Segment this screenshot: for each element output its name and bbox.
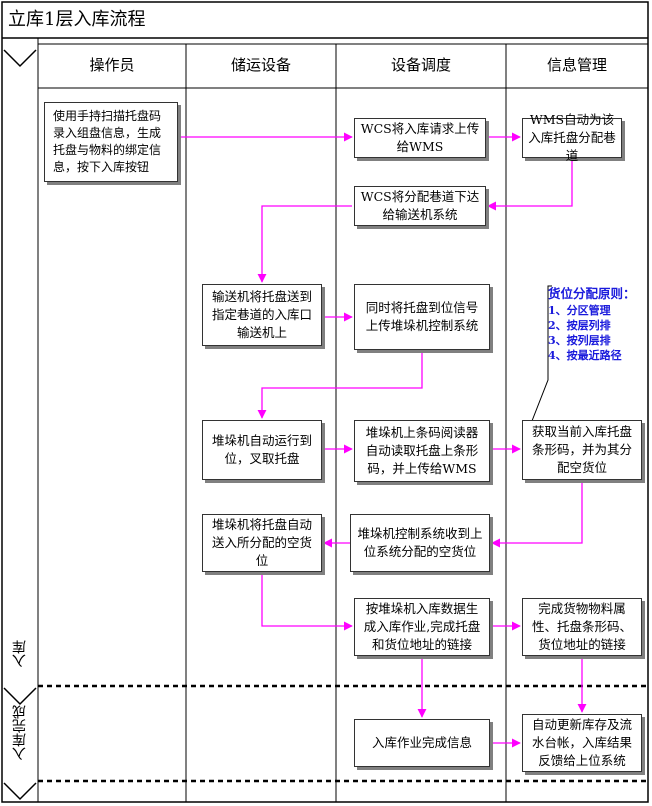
step-conveyor: 输送机将托盘送到指定巷道的入库口输送机上 bbox=[202, 284, 322, 346]
note-callout-line bbox=[529, 285, 552, 427]
step-wcs-send: WCS将分配巷道下达给输送机系统 bbox=[354, 186, 486, 226]
lane-header-info: 信息管理 bbox=[546, 56, 607, 74]
note-item: 3、按列层排 bbox=[548, 334, 611, 347]
step-wms-assign: WMS自动为该入库托盘分配巷道 bbox=[522, 112, 622, 163]
step-wcs-upload: WCS将入库请求上传给WMS bbox=[354, 118, 486, 158]
note-title: 货位分配原则： bbox=[548, 286, 636, 301]
phase-label-inbound-complete: 入库完成 bbox=[12, 705, 28, 761]
lane-header-dispatch: 设备调度 bbox=[390, 56, 451, 74]
step-signal-upload: 同时将托盘到位信号上传堆垛机控制系统 bbox=[354, 284, 490, 350]
note-item: 4、按最近路径 bbox=[548, 349, 622, 362]
phase-label-inbound: 入库 bbox=[12, 640, 28, 668]
step-get-barcode: 获取当前入库托盘条形码，并为其分配空货位 bbox=[522, 420, 642, 480]
arrow-wms-to-wcs-send bbox=[487, 158, 573, 211]
step-stacker-deliver: 堆垛机将托盘自动送入所分配的空货位 bbox=[202, 514, 322, 572]
arrow-signal-to-stacker bbox=[257, 351, 423, 419]
lane-header-operator: 操作员 bbox=[89, 56, 135, 74]
page-title: 立库1层入库流程 bbox=[8, 9, 146, 30]
step-operator-scan: 使用手持扫描托盘码录入组盘信息，生成托盘与物料的绑定信息，按下入库按钮 bbox=[44, 102, 178, 182]
step-control-receive: 堆垛机控制系统收到上位系统分配的空货位 bbox=[350, 514, 490, 572]
step-job-done: 入库作业完成信息 bbox=[354, 719, 490, 767]
step-barcode-read: 堆垛机上条码阅读器自动读取托盘上条形码，并上传给WMS bbox=[354, 420, 490, 482]
arrow-deliver-to-genjob bbox=[261, 572, 353, 631]
step-stacker-fork: 堆垛机自动运行到位，叉取托盘 bbox=[202, 420, 322, 480]
note-item: 2、按层列排 bbox=[548, 319, 611, 332]
arrow-getcode-to-control bbox=[491, 480, 583, 548]
lane-header-equipment: 储运设备 bbox=[230, 56, 291, 74]
chevron-phase1-icon bbox=[3, 687, 37, 706]
note-item: 1、分区管理 bbox=[548, 304, 611, 317]
chevron-phase2-icon bbox=[3, 782, 37, 801]
step-update-stock: 自动更新库存及流水台帐，入库结果反馈给上位系统 bbox=[522, 714, 642, 772]
arrow-wcs-send-to-conveyor bbox=[257, 205, 352, 283]
allocation-rules-note: 货位分配原则： 1、分区管理 2、按层列排 3、按列层排 4、按最近路径 bbox=[548, 286, 648, 363]
step-complete-link: 完成货物物料属性、托盘条形码、货位地址的链接 bbox=[522, 598, 642, 656]
step-generate-job: 按堆垛机入库数据生成入库作业,完成托盘和货位地址的链接 bbox=[354, 598, 490, 656]
chevron-top-icon bbox=[3, 49, 37, 68]
